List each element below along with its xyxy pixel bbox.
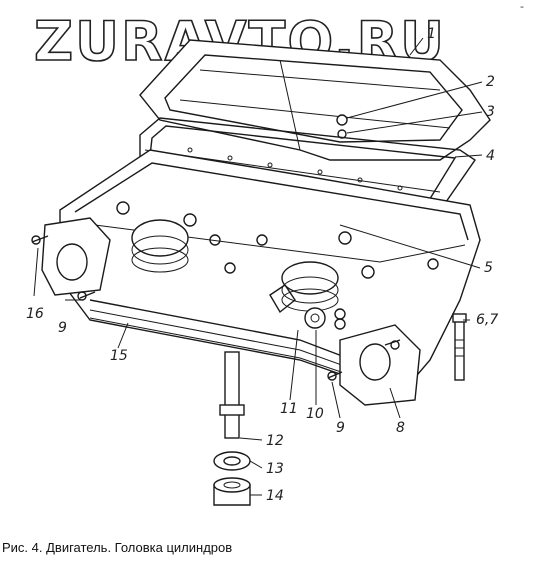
figure-caption: Рис. 4. Двигатель. Головка цилиндров xyxy=(2,540,233,555)
left-port xyxy=(31,217,111,301)
callout-16: 16 xyxy=(26,306,44,322)
watermark-text: ZURAVTO.RU xyxy=(34,10,446,73)
callout-9-right: 9 xyxy=(336,420,345,436)
leader-lines xyxy=(33,37,483,496)
callout-14: 14 xyxy=(266,488,284,504)
valve-cover xyxy=(139,39,491,161)
callout-9-left: 9 xyxy=(58,320,67,336)
callout-5: 5 xyxy=(484,260,493,276)
cover-nut xyxy=(336,114,348,126)
callout-12: 12 xyxy=(266,433,284,449)
valve-spring-left xyxy=(131,219,189,257)
callout-2: 2 xyxy=(486,74,495,90)
cap-nut xyxy=(213,477,251,506)
valve-spring-right xyxy=(281,261,339,295)
push-tube xyxy=(219,351,245,439)
callout-11: 11 xyxy=(280,401,298,417)
callout-10: 10 xyxy=(306,406,324,422)
seal-washer xyxy=(213,451,251,471)
right-port xyxy=(327,324,421,406)
callout-4: 4 xyxy=(486,148,495,164)
stud xyxy=(452,313,467,381)
callout-3: 3 xyxy=(486,104,495,120)
callout-15: 15 xyxy=(110,348,128,364)
callout-1: 1 xyxy=(427,26,436,42)
callout-13: 13 xyxy=(266,461,284,477)
rocker-washer xyxy=(304,307,326,329)
callout-6-7: 6,7 xyxy=(476,312,498,328)
corner-mark: - xyxy=(520,0,524,13)
callout-8: 8 xyxy=(396,420,405,436)
